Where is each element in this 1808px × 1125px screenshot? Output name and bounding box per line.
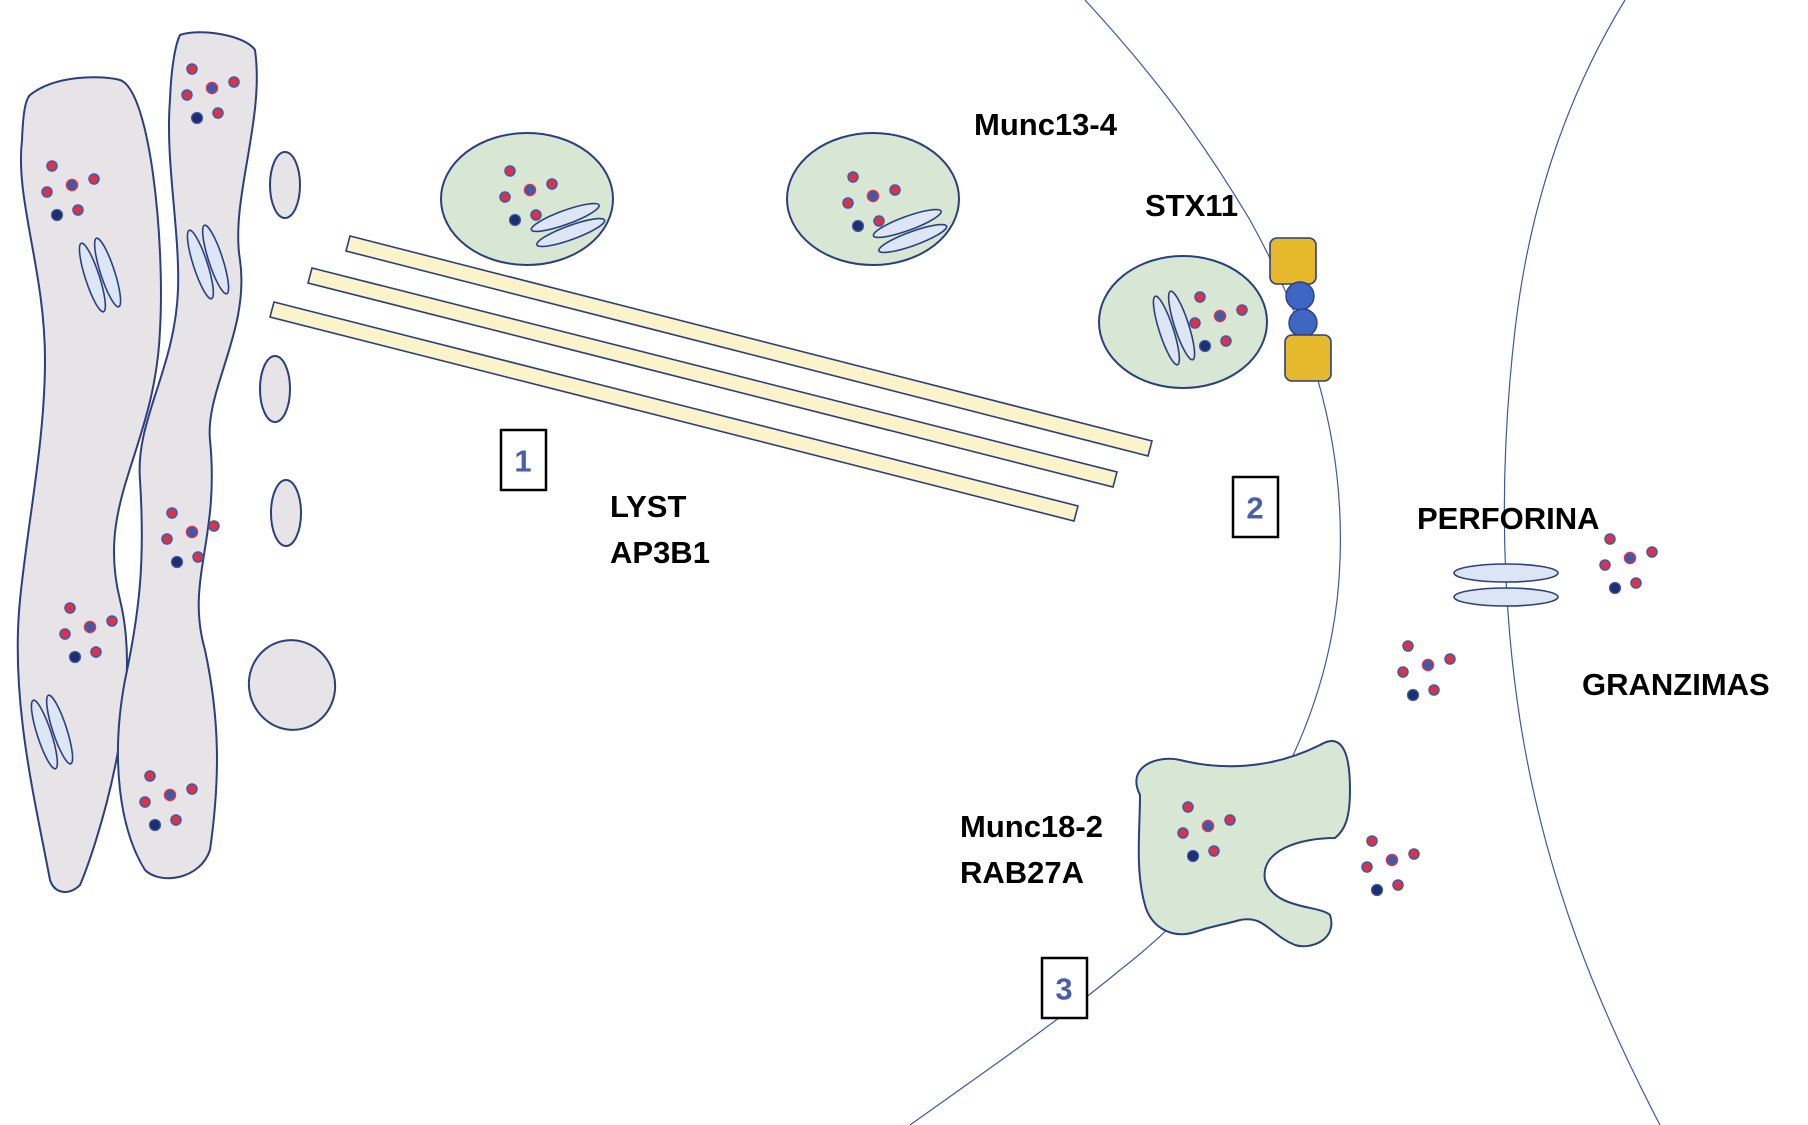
released-granules-2 — [1361, 835, 1420, 897]
docked-vesicle — [1098, 255, 1268, 389]
microtubules — [269, 235, 1153, 522]
elongated-cell-right — [116, 31, 258, 880]
label-perforina: PERFORINA — [1417, 501, 1600, 536]
small-oval-4 — [247, 639, 337, 731]
fusing-vesicle — [1135, 740, 1352, 948]
label-rab27a: RAB27A — [960, 855, 1084, 890]
small-oval-1 — [269, 151, 301, 219]
label-granzimas: GRANZIMAS — [1582, 667, 1770, 702]
label-stx11: STX11 — [1145, 188, 1238, 223]
svg-text:1: 1 — [514, 444, 531, 479]
step-box-3: 3 — [1040, 956, 1089, 1020]
vesicle-1 — [440, 132, 614, 266]
label-munc13-4: Munc13-4 — [974, 107, 1118, 142]
released-granules-3 — [1599, 533, 1658, 595]
label-ap3b1: AP3B1 — [610, 535, 710, 570]
target-cell-membrane — [909, 0, 1342, 1125]
small-oval-3 — [270, 479, 302, 547]
svg-text:3: 3 — [1055, 972, 1072, 1007]
small-oval-2 — [259, 355, 291, 423]
second-cell-membrane — [1503, 0, 1661, 1125]
label-munc18-2: Munc18-2 — [960, 809, 1103, 844]
snare-complex-icon — [1269, 237, 1332, 382]
svg-text:2: 2 — [1246, 491, 1263, 526]
step-box-1: 1 — [499, 428, 548, 492]
vesicle-2 — [786, 132, 960, 266]
released-granules-1 — [1397, 640, 1456, 702]
step-box-2: 2 — [1231, 475, 1280, 539]
perforin-pore-icon — [1453, 563, 1559, 607]
label-lyst: LYST — [610, 489, 686, 524]
